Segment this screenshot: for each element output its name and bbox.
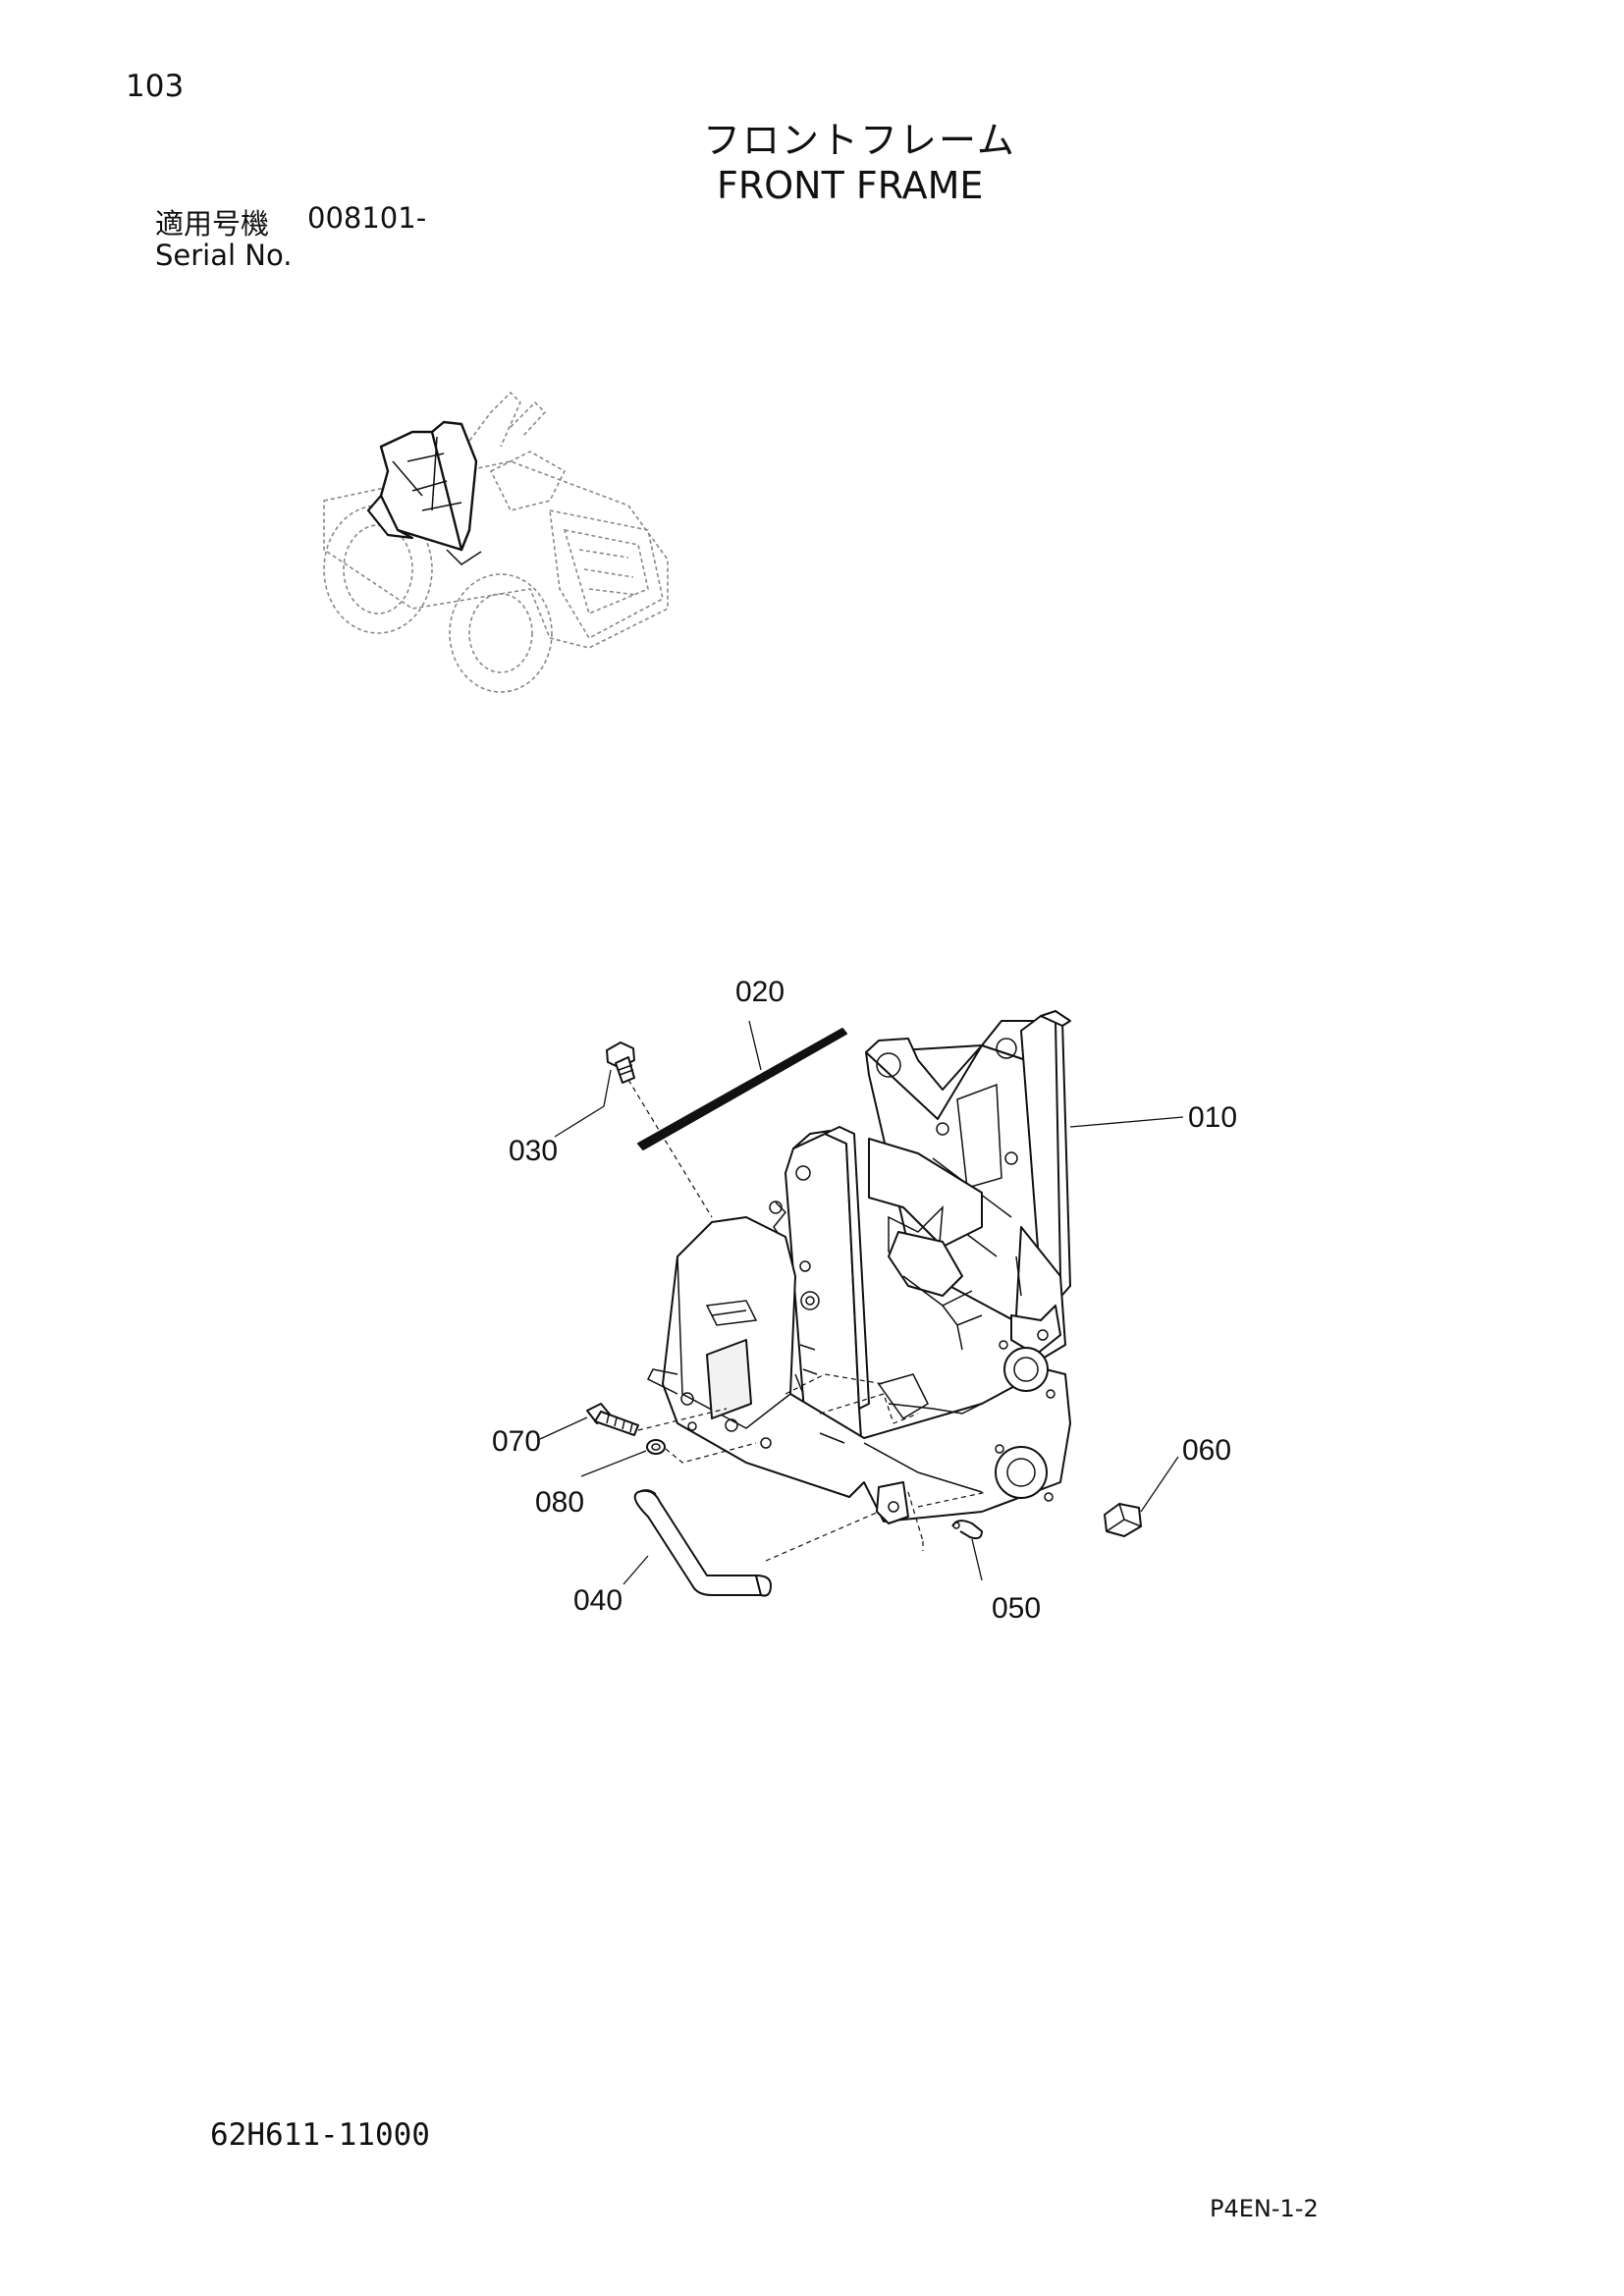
callout-020: 020 — [735, 976, 785, 1008]
callout-labels: 020 010 030 070 060 080 040 050 — [492, 976, 1237, 1625]
serial-number-value: 008101- — [307, 201, 427, 235]
part-060-stopper — [1104, 1503, 1142, 1537]
leader-lines — [539, 1020, 1184, 1585]
callout-010: 010 — [1188, 1101, 1237, 1134]
front-frame-assembly — [646, 1010, 1071, 1551]
callout-030: 030 — [509, 1135, 558, 1167]
machine-locator-thumbnail — [323, 391, 669, 693]
leader-010 — [1069, 1116, 1184, 1128]
leader-030 — [554, 1069, 612, 1138]
leader-040 — [623, 1555, 649, 1585]
leader-020 — [748, 1020, 762, 1071]
callout-080: 080 — [535, 1486, 584, 1519]
leader-080 — [580, 1450, 647, 1477]
serial-label-english: Serial No. — [155, 239, 293, 272]
title-english: FRONT FRAME — [717, 164, 984, 207]
assembly-line-070 — [637, 1408, 728, 1431]
page-code: P4EN-1-2 — [1210, 2195, 1319, 2222]
part-070-bolt — [586, 1403, 639, 1436]
title-japanese: フロントフレーム — [703, 119, 1016, 162]
part-040-pin — [633, 1489, 772, 1597]
callout-050: 050 — [992, 1592, 1041, 1625]
leader-050 — [971, 1538, 983, 1581]
page-number: 103 — [126, 69, 185, 104]
part-030-bolt — [606, 1041, 635, 1084]
callout-040: 040 — [573, 1584, 623, 1617]
part-080-washer — [646, 1439, 666, 1455]
drawing-code: 62H611-11000 — [210, 2117, 430, 2153]
leader-060 — [1140, 1456, 1179, 1513]
callout-070: 070 — [492, 1425, 541, 1458]
assembly-line-040 — [765, 1511, 880, 1562]
callout-060: 060 — [1182, 1434, 1231, 1467]
part-020-strip — [637, 1028, 847, 1150]
serial-label-japanese: 適用号機 — [155, 207, 270, 240]
assembly-line-030 — [627, 1079, 713, 1218]
assembly-line-080 — [665, 1442, 757, 1464]
leader-070 — [539, 1416, 588, 1440]
part-050-clip — [951, 1520, 984, 1540]
